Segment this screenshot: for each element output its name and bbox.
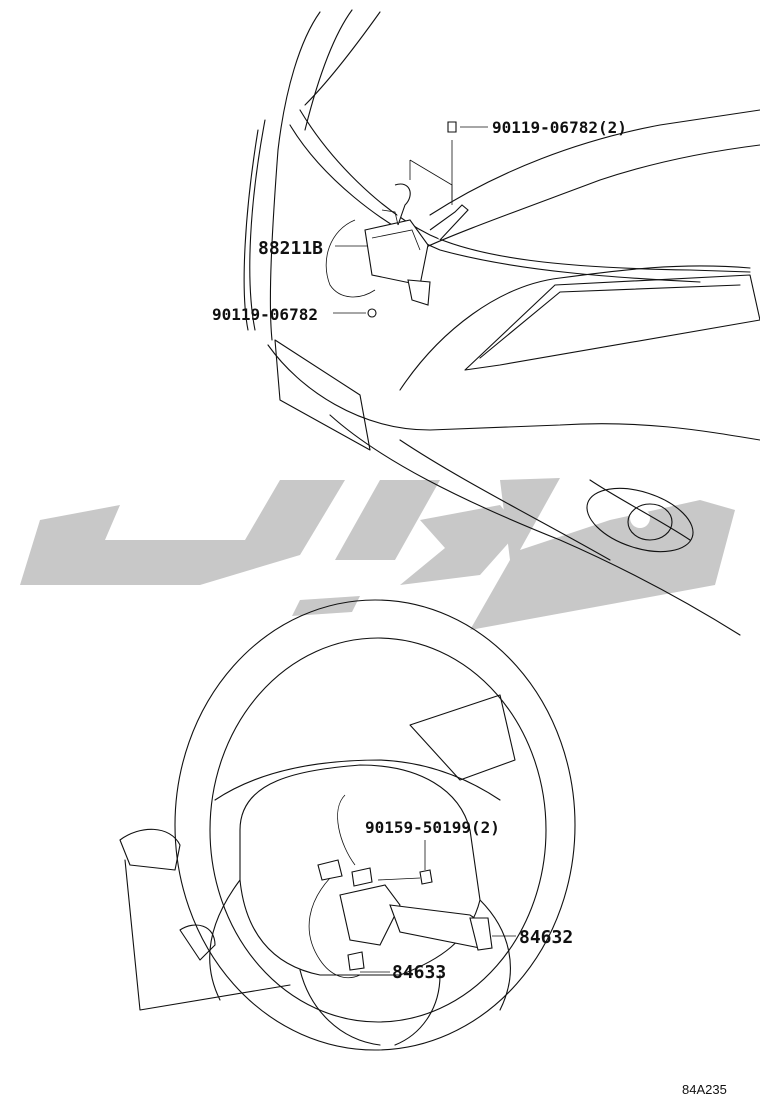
label-bolt-top: 90119-06782(2) [492, 118, 627, 137]
label-sensor: 88211B [258, 238, 323, 259]
cruise-switch-assembly [308, 859, 493, 979]
label-switch-right: 84632 [519, 927, 573, 948]
steering-wheel [119, 599, 576, 1051]
car-front-outline [243, 9, 760, 636]
watermark-logo [20, 478, 735, 630]
label-switch-left: 84633 [392, 962, 446, 983]
label-screw: 90159-50199(2) [365, 818, 500, 837]
leader-lines-top [333, 126, 488, 314]
cruise-sensor-assembly [364, 121, 469, 318]
figure-code: 84A235 [682, 1082, 727, 1097]
leader-lines-bottom [360, 840, 516, 973]
label-bolt-bottom: 90119-06782 [212, 305, 318, 324]
